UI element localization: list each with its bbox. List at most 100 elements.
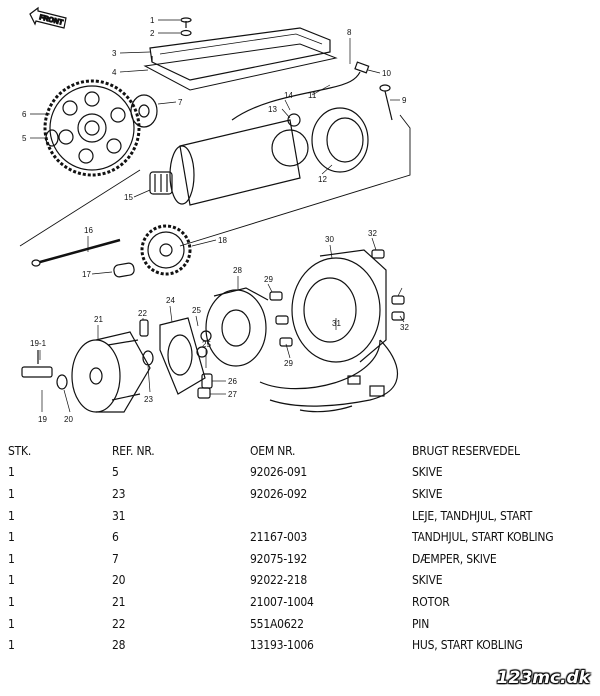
callout-6: 6	[22, 110, 27, 119]
cell-description: TANDHJUL, START KOBLING	[412, 530, 554, 545]
damper-part	[130, 94, 158, 128]
cell-stk: 1	[8, 551, 15, 566]
watermark-logo: 123mc.dk	[496, 668, 590, 688]
callout-26: 26	[228, 377, 237, 386]
table-row: 1 6 21167-003 TANDHJUL, START KOBLING	[8, 526, 594, 548]
callout-13: 13	[268, 105, 277, 114]
cell-ref-nr: 21	[112, 594, 126, 609]
table-header-row: STK. REF. NR. OEM NR. BRUGT RESERVEDEL	[8, 440, 594, 462]
cell-stk: 1	[8, 616, 15, 631]
shaft-pin-part	[113, 262, 135, 278]
callout-19-1: 19-1	[30, 339, 47, 348]
cell-stk: 1	[8, 594, 15, 609]
callout-labels: 1 2 3 4 5 6 7 8 9 10 11 12 13 14 15 16 1…	[22, 16, 409, 424]
cell-oem-nr: 551A0622	[250, 616, 304, 631]
callout-3: 3	[112, 49, 117, 58]
front-arrow-icon: FRONT	[29, 6, 67, 29]
table-row: 1 28 13193-1006 HUS, START KOBLING	[8, 634, 594, 656]
wire-part	[231, 61, 370, 121]
cell-stk: 1	[8, 486, 15, 501]
callout-32b: 32	[400, 323, 409, 332]
cell-description: HUS, START KOBLING	[412, 638, 523, 653]
cell-oem-nr: 92075-192	[250, 551, 308, 566]
table-row: 1 7 92075-192 DÆMPER, SKIVE	[8, 548, 594, 570]
callout-4: 4	[112, 68, 117, 77]
header-oem-nr: OEM NR.	[250, 443, 296, 458]
callout-23: 23	[144, 395, 153, 404]
callout-28: 28	[233, 266, 242, 275]
parts-table: STK. REF. NR. OEM NR. BRUGT RESERVEDEL 1…	[8, 440, 594, 656]
callout-25b: 25	[202, 340, 211, 349]
idler-gear-part	[140, 224, 192, 276]
cell-ref-nr: 5	[112, 465, 119, 480]
cell-description: SKIVE	[412, 486, 443, 501]
cell-oem-nr: 13193-1006	[250, 638, 314, 653]
cell-description: DÆMPER, SKIVE	[412, 551, 497, 566]
callout-31: 31	[332, 319, 341, 328]
cell-ref-nr: 31	[112, 508, 126, 523]
cell-stk: 1	[8, 508, 15, 523]
cover-part	[143, 27, 338, 91]
callout-29a: 29	[264, 275, 273, 284]
cell-oem-nr: 21167-003	[250, 530, 308, 545]
bolt-part	[379, 84, 393, 121]
callout-24: 24	[166, 296, 175, 305]
callout-2: 2	[150, 29, 155, 38]
cell-description: LEJE, TANDHJUL, START	[412, 508, 533, 523]
cell-ref-nr: 6	[112, 530, 119, 545]
cell-oem-nr: 21007-1004	[250, 594, 314, 609]
cell-stk: 1	[8, 638, 15, 653]
callout-22: 22	[138, 309, 147, 318]
callout-8: 8	[347, 28, 352, 37]
header-stk: STK.	[8, 443, 32, 458]
callout-5: 5	[22, 134, 27, 143]
header-brugt-reservedel: BRUGT RESERVEDEL	[412, 443, 520, 458]
table-row: 1 5 92026-091 SKIVE	[8, 462, 594, 484]
callout-9: 9	[402, 96, 407, 105]
callout-10: 10	[382, 69, 391, 78]
callout-21: 21	[94, 315, 103, 324]
callout-30: 30	[325, 235, 334, 244]
callout-25a: 25	[192, 306, 201, 315]
table-row: 1 22 551A0622 PIN	[8, 613, 594, 635]
rotor-part	[71, 331, 151, 413]
header-ref-nr: REF. NR.	[112, 443, 155, 458]
cell-oem-nr: 92026-091	[250, 465, 308, 480]
cell-description: SKIVE	[412, 573, 443, 588]
stator-bolts-part	[371, 249, 405, 321]
cell-stk: 1	[8, 573, 15, 588]
callout-14: 14	[284, 91, 293, 100]
screw-part	[180, 17, 192, 37]
callout-16: 16	[84, 226, 93, 235]
callout-12: 12	[318, 175, 327, 184]
cell-stk: 1	[8, 465, 15, 480]
cell-oem-nr: 92026-092	[250, 486, 308, 501]
clutch-housing-part	[196, 287, 269, 367]
table-row: 1 21 21007-1004 ROTOR	[8, 591, 594, 613]
rotor-bolt-part	[21, 350, 68, 390]
table-row: 1 31 LEJE, TANDHJUL, START	[8, 505, 594, 527]
table-row: 1 20 92022-218 SKIVE	[8, 570, 594, 592]
cell-description: PIN	[412, 616, 430, 631]
table-row: 1 23 92026-092 SKIVE	[8, 483, 594, 505]
cell-stk: 1	[8, 530, 15, 545]
wiring-harness-part	[269, 339, 398, 413]
exploded-parts-diagram: FRONT	[19, 6, 411, 424]
callout-32a: 32	[368, 229, 377, 238]
cell-ref-nr: 7	[112, 551, 119, 566]
callout-17: 17	[82, 270, 91, 279]
end-cover-part	[287, 107, 369, 173]
callout-15: 15	[124, 193, 133, 202]
callout-11: 11	[308, 91, 317, 100]
callout-27: 27	[228, 390, 237, 399]
rod-part	[31, 238, 121, 267]
callout-1: 1	[150, 16, 155, 25]
cell-ref-nr: 23	[112, 486, 126, 501]
cell-oem-nr: 92022-218	[250, 573, 308, 588]
starter-gear-part	[43, 79, 141, 177]
cell-ref-nr: 22	[112, 616, 126, 631]
callout-19: 19	[38, 415, 47, 424]
cell-description: SKIVE	[412, 465, 443, 480]
clutch-bolts-part	[269, 291, 293, 347]
